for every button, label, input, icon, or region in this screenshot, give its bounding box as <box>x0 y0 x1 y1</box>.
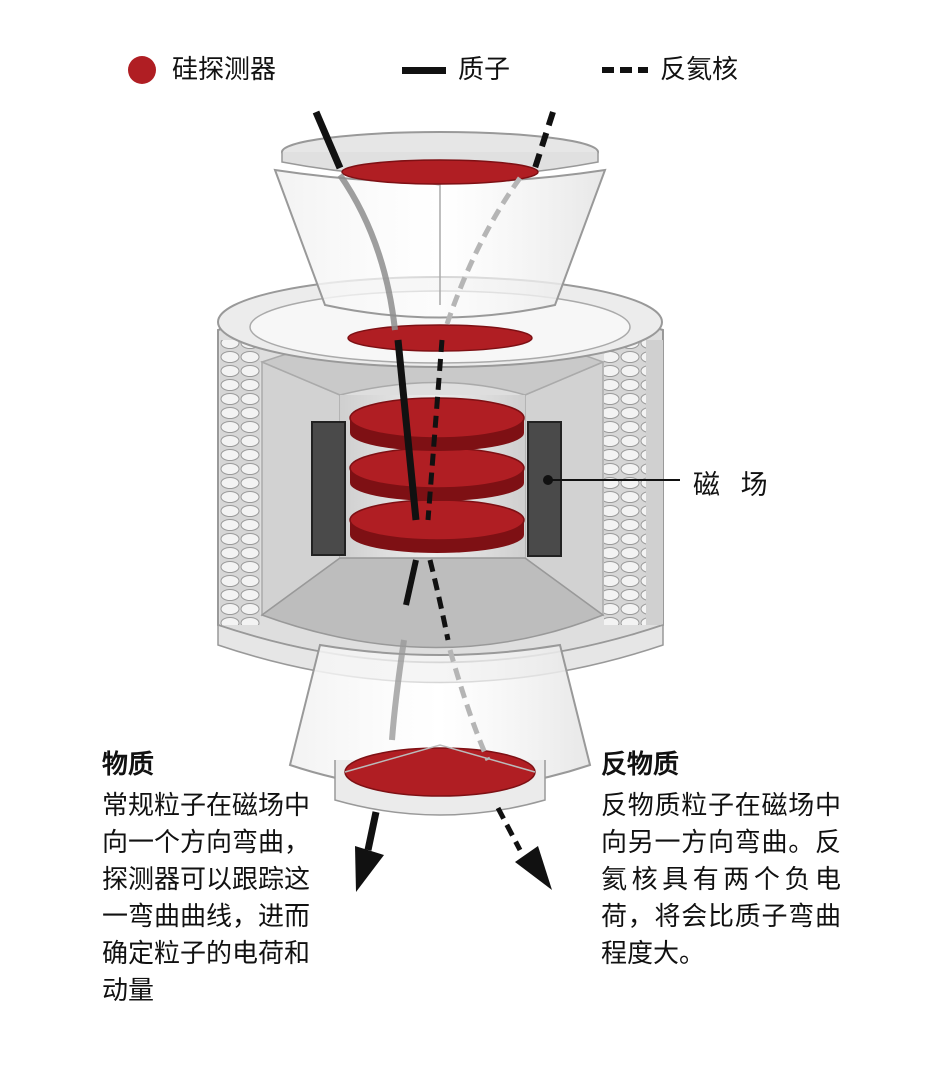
coil-right <box>604 340 646 625</box>
detector-disc-1 <box>342 160 538 184</box>
antimatter-description: 反物质粒子在磁场中向另一方向弯曲。反氦核具有两个负电荷，将会比质子弯曲程度大。 <box>601 788 841 973</box>
magnetic-field-dot <box>543 475 553 485</box>
matter-panel: 物质 常规粒子在磁场中向一个方向弯曲，探测器可以跟踪这一弯曲曲线，进而确定粒子的… <box>102 748 334 1010</box>
magnet-left <box>312 422 345 555</box>
detector-disc-4 <box>350 448 524 488</box>
magnet-right <box>528 422 561 556</box>
coil-left <box>220 340 260 625</box>
antimatter-panel: 反物质 反物质粒子在磁场中向另一方向弯曲。反氦核具有两个负电荷，将会比质子弯曲程… <box>601 748 841 973</box>
matter-description: 常规粒子在磁场中向一个方向弯曲，探测器可以跟踪这一弯曲曲线，进而确定粒子的电荷和… <box>102 788 334 1010</box>
antihelium-arrowhead <box>515 846 552 890</box>
proton-arrowhead <box>355 846 384 892</box>
matter-title: 物质 <box>102 748 334 782</box>
bottom-funnel <box>290 645 590 815</box>
detector-disc-5 <box>350 500 524 540</box>
magnetic-field-label: 磁 场 <box>693 463 774 502</box>
antimatter-title: 反物质 <box>601 748 841 782</box>
detector-disc-6 <box>345 748 535 796</box>
